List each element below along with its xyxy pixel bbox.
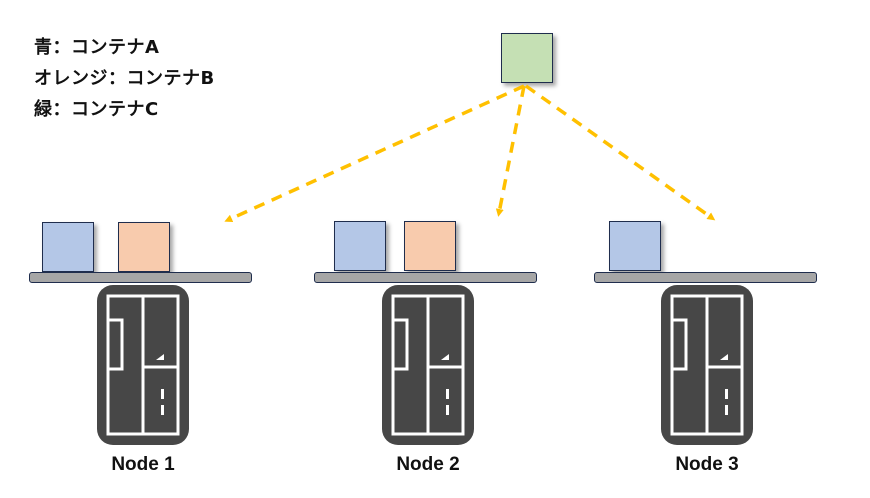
source-container-c — [501, 33, 553, 83]
arrow-to-node-2 — [495, 85, 526, 217]
arrow-to-node-1 — [224, 84, 525, 222]
legend: 青：コンテナA オレンジ：コンテナB 緑：コンテナC — [34, 34, 215, 127]
node-1-shelf — [29, 272, 252, 283]
node-3-container-a — [609, 221, 661, 271]
legend-container-b: オレンジ：コンテナB — [34, 68, 215, 89]
node-1-server-icon — [97, 285, 189, 445]
node-2-container-b — [404, 221, 456, 271]
legend-container-c: 緑：コンテナC — [34, 99, 159, 120]
node-2-server-icon — [382, 285, 474, 445]
node-2-shelf — [314, 272, 537, 283]
node-3-server-icon — [661, 285, 753, 445]
legend-container-a: 青：コンテナA — [34, 37, 160, 58]
node-1-label: Node 1 — [111, 454, 175, 475]
node-3-shelf — [594, 272, 817, 283]
node-3-label: Node 3 — [675, 454, 739, 475]
arrow-to-node-3 — [524, 84, 716, 221]
node-2-container-a — [334, 221, 386, 271]
node-1-container-b — [118, 222, 170, 272]
node-2-label: Node 2 — [396, 454, 460, 475]
node-1-container-a — [42, 222, 94, 272]
